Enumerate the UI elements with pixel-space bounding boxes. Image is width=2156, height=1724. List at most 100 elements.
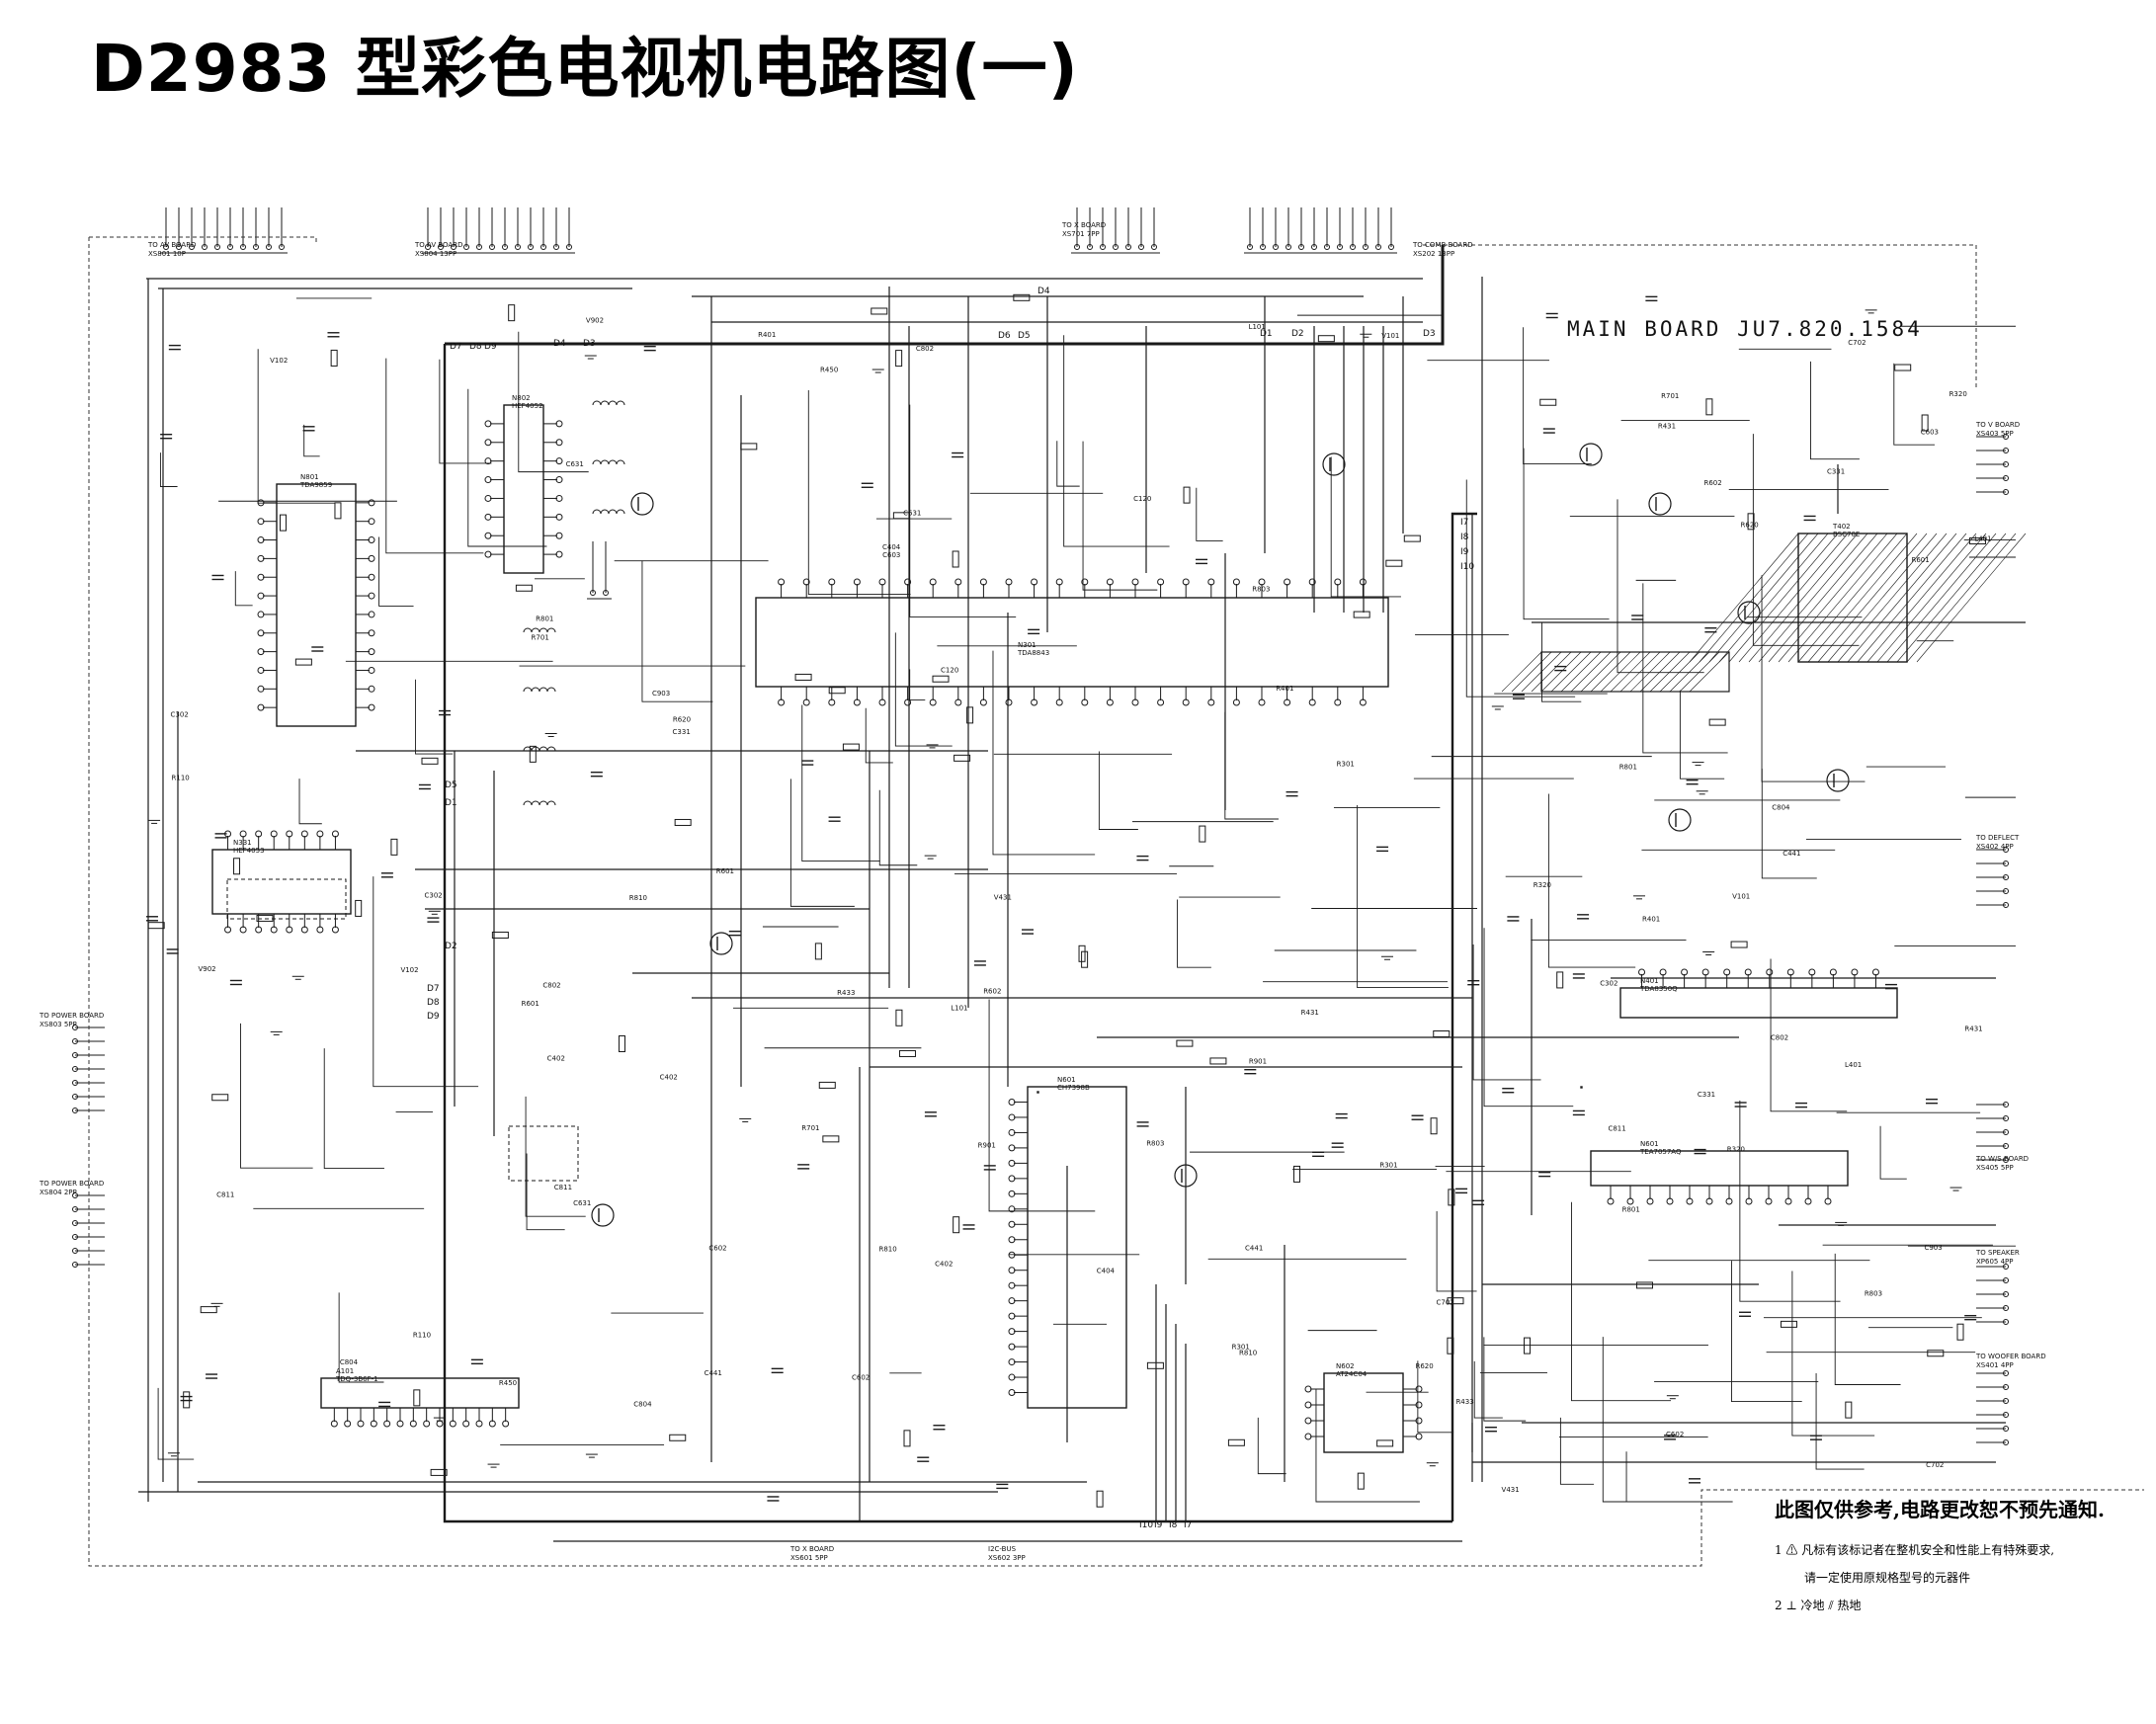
ic-n601-audio-pad — [1804, 1197, 1812, 1205]
connector-xs403-pin-ring — [2003, 489, 2009, 495]
component-ref-label: C404 — [882, 543, 901, 551]
wire — [234, 571, 253, 607]
component-ref-label: R701 — [1661, 392, 1679, 400]
component-ref-label: C903 — [1924, 1244, 1942, 1252]
resistor — [211, 1094, 229, 1102]
transistor — [591, 1203, 615, 1227]
resistor — [1317, 335, 1335, 343]
net-label-d8: D8 — [427, 998, 440, 1008]
net-label-i9: I9 — [1154, 1520, 1163, 1530]
wire — [1257, 1417, 1286, 1475]
wire — [439, 359, 492, 464]
resistor — [903, 1430, 911, 1447]
connector-ref: XS803 5PP — [40, 1021, 77, 1028]
connector-xs202-pin-ring — [1350, 244, 1356, 250]
ic-n301-pad — [1005, 698, 1013, 706]
resistor — [430, 1468, 448, 1476]
wire — [415, 679, 454, 755]
wire — [1559, 1417, 1595, 1485]
hatch-line — [1866, 533, 1977, 663]
connector-ref: XS804 13PP — [415, 250, 456, 258]
connector-xs804-pin-ring — [540, 244, 546, 250]
ic-n301-pad — [1157, 578, 1165, 586]
inductor — [523, 627, 556, 633]
connector-label: TO X BOARD — [1061, 221, 1106, 229]
ic-n301-pad — [853, 698, 861, 706]
ic-n802-pad — [484, 532, 492, 539]
ic-n602 — [1323, 1372, 1404, 1453]
transistor — [1322, 452, 1346, 476]
resistor — [1447, 1337, 1454, 1355]
connector-xs701-pin-ring — [1151, 244, 1157, 250]
ic-n601-audio-pad — [1705, 1197, 1713, 1205]
connector-ref: XS701 7PP — [1062, 230, 1100, 238]
connector-xs405-pin-ring — [2003, 1115, 2009, 1121]
ic-part-ch7398b: CH7398B — [1057, 1084, 1090, 1092]
ic-a101-pad — [383, 1420, 391, 1428]
inductor — [592, 509, 625, 515]
inductor — [523, 687, 556, 693]
net-label-d2: D2 — [1291, 329, 1304, 339]
connector-xs801-pin-ring — [253, 244, 259, 250]
connector-xs804-pin-ring — [502, 244, 508, 250]
resistor — [508, 304, 516, 322]
ic-n301-pad — [1005, 578, 1013, 586]
resistor — [1353, 611, 1370, 618]
ic-n801-pad — [368, 629, 375, 637]
component-ref-label: C802 — [916, 345, 934, 353]
inductor — [592, 400, 625, 406]
connector-xs202-pin-ring — [1324, 244, 1330, 250]
wire — [373, 876, 479, 1088]
component-ref-label: C441 — [1783, 850, 1800, 858]
connector-ref: XS202 13PP — [1413, 250, 1454, 258]
net-label-d1: D1 — [1260, 329, 1273, 339]
ic-n301-pad — [1232, 698, 1240, 706]
connector-label: TO SPEAKER — [1975, 1249, 2020, 1257]
ic-n602-pad — [1415, 1385, 1423, 1393]
connector-xs701-pin-ring — [1138, 244, 1144, 250]
component-ref-label: C441 — [705, 1369, 722, 1377]
ic-n601-cpu-pad — [1008, 1373, 1016, 1381]
inductor-turn — [616, 459, 625, 465]
ic-n331 — [211, 849, 352, 915]
component-ref-label: R701 — [532, 633, 549, 641]
hatch-line — [1511, 651, 1552, 693]
ic-n301-pad — [1055, 578, 1063, 586]
ic-n801-pad — [257, 499, 265, 507]
ic-ref-n601: N601 — [1640, 1140, 1659, 1148]
wire — [518, 331, 589, 473]
connector-ref: XS801 10P — [148, 250, 186, 258]
ic-n601-cpu-pad — [1008, 1144, 1016, 1152]
wire — [1815, 1373, 1865, 1470]
component-ref-label: C631 — [903, 509, 921, 517]
ic-n802-pad — [484, 420, 492, 428]
connector-xs202-pin-ring — [1363, 244, 1368, 250]
ic-n601-cpu-pad — [1008, 1389, 1016, 1397]
connector-xs801-pin-ring — [214, 244, 220, 250]
resistor — [1968, 537, 1986, 545]
ic-n301-pad — [904, 698, 912, 706]
bus-wire — [445, 245, 1445, 346]
resistor — [1780, 1320, 1797, 1328]
ic-a101-pad — [370, 1420, 377, 1428]
ic-n401-pad — [1851, 968, 1859, 976]
hatch-line — [1570, 651, 1612, 693]
ic-n331-pad — [300, 926, 308, 934]
ic-pad — [1580, 1086, 1583, 1089]
connector-xs803-pin-ring — [72, 1094, 78, 1100]
ic-n301-pad — [904, 578, 912, 586]
connector-xs401-pin-ring — [2003, 1426, 2009, 1432]
wire — [298, 779, 322, 825]
component-ref-label: R801 — [1619, 763, 1637, 771]
component-ref-label: C804 — [340, 1358, 359, 1366]
connector-xs804-pin-ring — [553, 244, 559, 250]
ic-n801-pad — [257, 592, 265, 600]
ic-n301-pad — [1258, 698, 1266, 706]
ic-n801-pad — [257, 648, 265, 656]
ic-n801 — [276, 483, 357, 727]
component-ref-label: C302 — [171, 710, 189, 718]
ic-n601-cpu-pad — [1008, 1236, 1016, 1244]
wire — [1098, 751, 1138, 830]
resistor — [390, 838, 398, 856]
